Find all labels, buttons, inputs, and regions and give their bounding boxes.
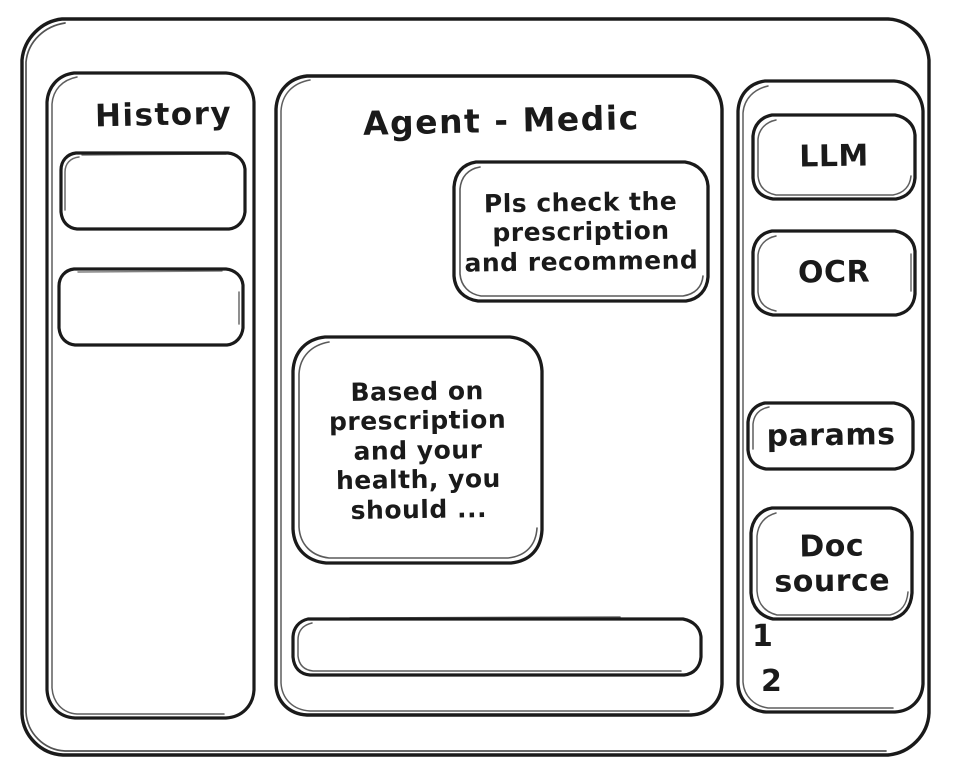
message-bubble-user-text: Pls check the prescription and recommend (464, 186, 699, 278)
history-panel (44, 70, 258, 722)
agent-title: Agent - Medic (362, 98, 641, 143)
window-frame (18, 16, 932, 758)
history-item-2-label (56, 266, 246, 348)
tool-card-doc-source-label: Doc source (774, 528, 891, 600)
tool-card-params[interactable]: params (745, 400, 917, 472)
message-bubble-agent: Based on prescription and your health, y… (289, 333, 547, 568)
tool-card-ocr-label: OCR (797, 254, 871, 291)
tools-panel (735, 78, 927, 716)
message-input[interactable] (290, 616, 704, 678)
tool-card-llm[interactable]: LLM (750, 112, 918, 202)
tool-card-params-label: params (766, 417, 896, 455)
source-list-item-1[interactable]: 1 (752, 619, 774, 654)
tool-card-llm-label: LLM (798, 138, 870, 175)
agent-panel (273, 73, 725, 718)
history-title: History (94, 95, 233, 135)
source-list-item-2[interactable]: 2 (761, 664, 783, 699)
history-item-1-label (58, 150, 248, 232)
history-item-1[interactable] (58, 150, 248, 232)
tool-card-doc-source[interactable]: Doc source (748, 505, 916, 623)
message-bubble-agent-text: Based on prescription and your health, y… (328, 375, 507, 525)
message-bubble-user: Pls check the prescription and recommend (450, 158, 712, 306)
history-item-2[interactable] (56, 266, 246, 348)
message-input-value (290, 616, 704, 678)
tool-card-ocr[interactable]: OCR (750, 228, 918, 318)
